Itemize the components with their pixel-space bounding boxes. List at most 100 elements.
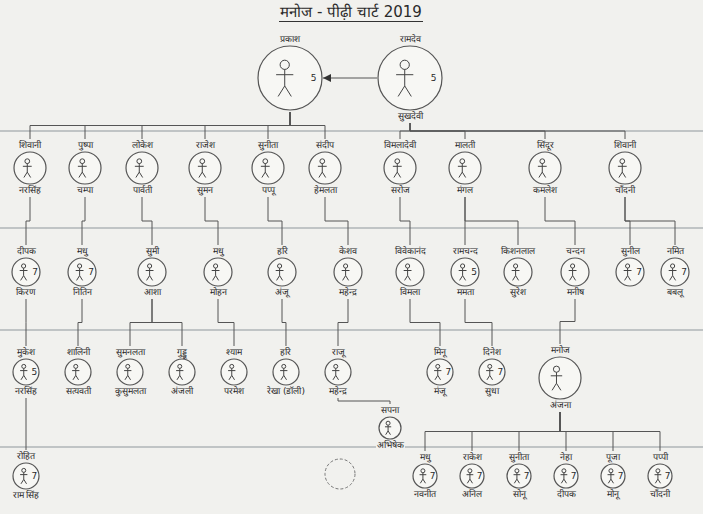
person-circle: 7 <box>412 463 438 489</box>
spouse-name: विमला <box>399 287 421 298</box>
stick-figure <box>538 159 547 178</box>
spouse-name: पार्वती <box>132 185 153 196</box>
person-name: शिवानी <box>18 140 42 151</box>
family-line <box>26 398 27 450</box>
person-node: पुष्पा चम्पा <box>68 140 102 196</box>
stick-figure <box>318 159 327 178</box>
spouse-name: सुरेश <box>509 287 527 298</box>
circle-outline <box>528 151 562 185</box>
person-circle: 7 <box>478 358 506 386</box>
stick-figure <box>332 364 339 379</box>
stick-figure <box>20 468 27 483</box>
stick-figure <box>608 469 615 483</box>
person-circle <box>378 416 402 440</box>
family-line <box>338 299 348 346</box>
spouse-name: हेमलता <box>313 185 338 196</box>
person-node: हरिअंजू <box>267 246 297 298</box>
person-circle: 7 <box>12 462 40 490</box>
person-node: मुकेश5नरसिंह <box>12 347 40 397</box>
person-circle: 5 <box>450 257 480 287</box>
stick-figure <box>486 364 493 379</box>
person-node: सुनीतापप्पू <box>251 140 285 196</box>
count-number: 7 <box>681 267 687 277</box>
person-circle <box>13 151 47 185</box>
family-line <box>82 197 85 245</box>
person-name: मनोज <box>550 345 571 356</box>
person-circle: 5 <box>12 358 40 386</box>
stick-figure <box>393 159 402 178</box>
stick-figure <box>561 469 568 483</box>
person-circle <box>267 257 297 287</box>
person-node: सुनील7 <box>615 246 645 287</box>
spouse-name: नरसिंह <box>18 185 42 196</box>
person-circle: 7 <box>11 257 41 287</box>
spouse-name: अभिषेक <box>376 440 405 451</box>
spouse-name: सुखदेवी <box>397 111 424 122</box>
stick-figure <box>72 364 79 379</box>
person-name: मिनू <box>433 347 447 358</box>
spouse-name: परमेश <box>223 386 245 397</box>
spouse-name: नरसिंह <box>14 386 38 397</box>
spouse-name: चम्पा <box>76 185 94 196</box>
count-number: 7 <box>477 471 483 481</box>
stick-figure <box>514 469 521 483</box>
person-node: शिवानी नरसिंह <box>13 140 47 196</box>
spouse-name: आशा <box>143 287 162 298</box>
circle-outline <box>125 151 159 185</box>
person-circle <box>333 257 363 287</box>
ruled-line <box>0 330 703 331</box>
circle-outline <box>188 151 222 185</box>
person-name: पूजा <box>605 452 621 463</box>
spouse-name: सुमन <box>196 185 214 196</box>
person-name: मधु <box>419 452 432 463</box>
person-node: किशनलाल सुरेश <box>500 246 536 298</box>
stick-figure <box>76 264 84 281</box>
circle-outline <box>64 358 92 386</box>
person-circle <box>137 257 167 287</box>
person-name: सुमी <box>145 246 160 257</box>
stick-figure <box>20 364 27 379</box>
person-name: संदीप <box>315 140 335 151</box>
stick-figure <box>385 421 391 435</box>
spouse-name: चाँदनी <box>649 489 671 500</box>
person-name: दिनेश <box>482 347 502 358</box>
person-name: पुष्पा <box>77 140 94 151</box>
family-line <box>85 112 290 139</box>
circle-outline <box>333 257 363 287</box>
circle-outline <box>68 151 102 185</box>
stick-figure <box>459 264 467 281</box>
spouse-name: अंजली <box>170 386 194 397</box>
person-name: किशनलाल <box>500 246 536 257</box>
person-name: शालिनी <box>66 347 91 358</box>
person-circle <box>528 151 562 185</box>
person-node: विवेकानंदविमला <box>394 246 427 298</box>
circle-outline <box>608 151 642 185</box>
count-number: 7 <box>445 367 451 377</box>
person-node: नेहा7दीपक <box>553 452 579 500</box>
ruled-line <box>0 447 703 448</box>
circle-outline <box>220 358 248 386</box>
person-name: चन्दन <box>565 246 586 257</box>
family-line <box>325 197 348 245</box>
person-node: श्यामपरमेश <box>220 347 248 397</box>
stick-figure <box>228 364 235 379</box>
stick-figure <box>551 366 562 390</box>
spouse-name: महेन्द्र <box>328 386 348 397</box>
count-number: 7 <box>32 267 38 277</box>
person-circle <box>64 358 92 386</box>
spouse-name: मंजू <box>433 386 447 397</box>
person-node: लोकेशपार्वती <box>125 140 159 196</box>
family-line <box>152 299 182 346</box>
family-line <box>130 299 152 346</box>
stick-figure <box>280 364 287 379</box>
count-number: 5 <box>431 73 437 83</box>
spouse-name: राम सिंह <box>12 490 41 501</box>
person-name: हरि <box>279 347 292 358</box>
person-circle: 7 <box>459 463 485 489</box>
spouse-name: दीपक <box>556 489 577 500</box>
family-line <box>30 112 290 139</box>
person-circle <box>220 358 248 386</box>
stick-figure <box>618 159 627 178</box>
stick-figure <box>135 159 144 178</box>
